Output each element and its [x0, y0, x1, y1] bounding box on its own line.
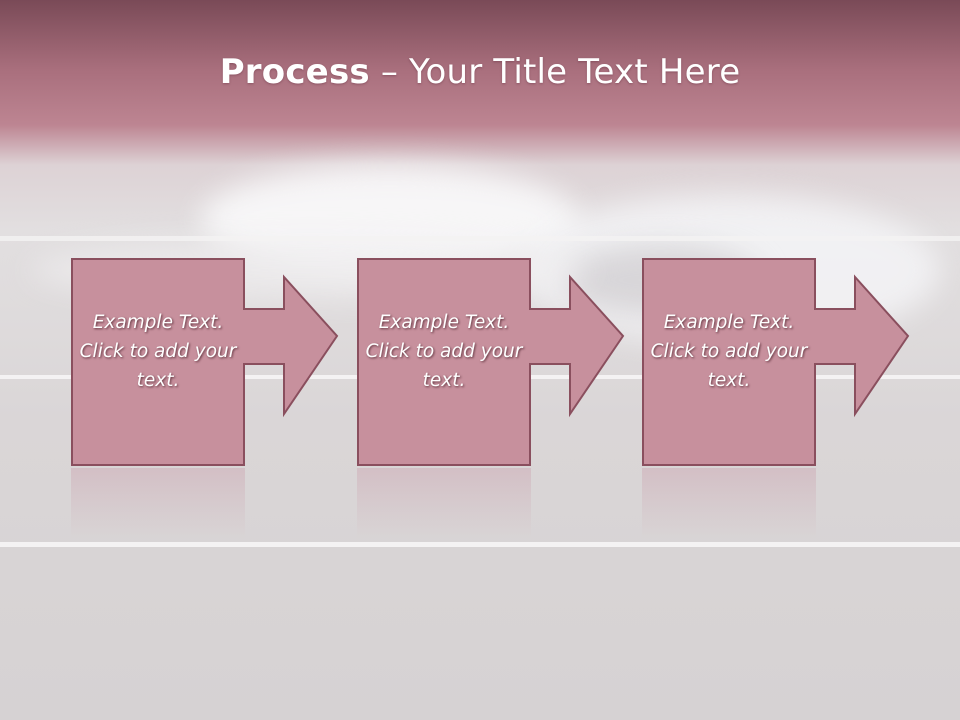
- step-reflection: [71, 468, 245, 538]
- box-arrow-shape: [71, 258, 339, 466]
- process-step-2[interactable]: Example Text. Click to add your text.: [357, 258, 697, 468]
- step-text[interactable]: Example Text. Click to add your text.: [79, 312, 237, 391]
- road-line-lower: [0, 542, 960, 547]
- process-step-1[interactable]: Example Text. Click to add your text.: [71, 258, 411, 468]
- step-text[interactable]: Example Text. Click to add your text.: [650, 312, 808, 391]
- step-reflection: [357, 468, 531, 538]
- title-bold: Process: [219, 52, 370, 92]
- step-reflection: [642, 468, 816, 538]
- process-step-3[interactable]: Example Text. Click to add your text.: [642, 258, 960, 468]
- step-text[interactable]: Example Text. Click to add your text.: [365, 312, 523, 391]
- title-rest: – Your Title Text Here: [369, 52, 741, 92]
- slide-title[interactable]: Process – Your Title Text Here: [0, 52, 960, 92]
- road-line-upper: [0, 236, 960, 241]
- box-arrow-shape: [642, 258, 910, 466]
- box-arrow-shape: [357, 258, 625, 466]
